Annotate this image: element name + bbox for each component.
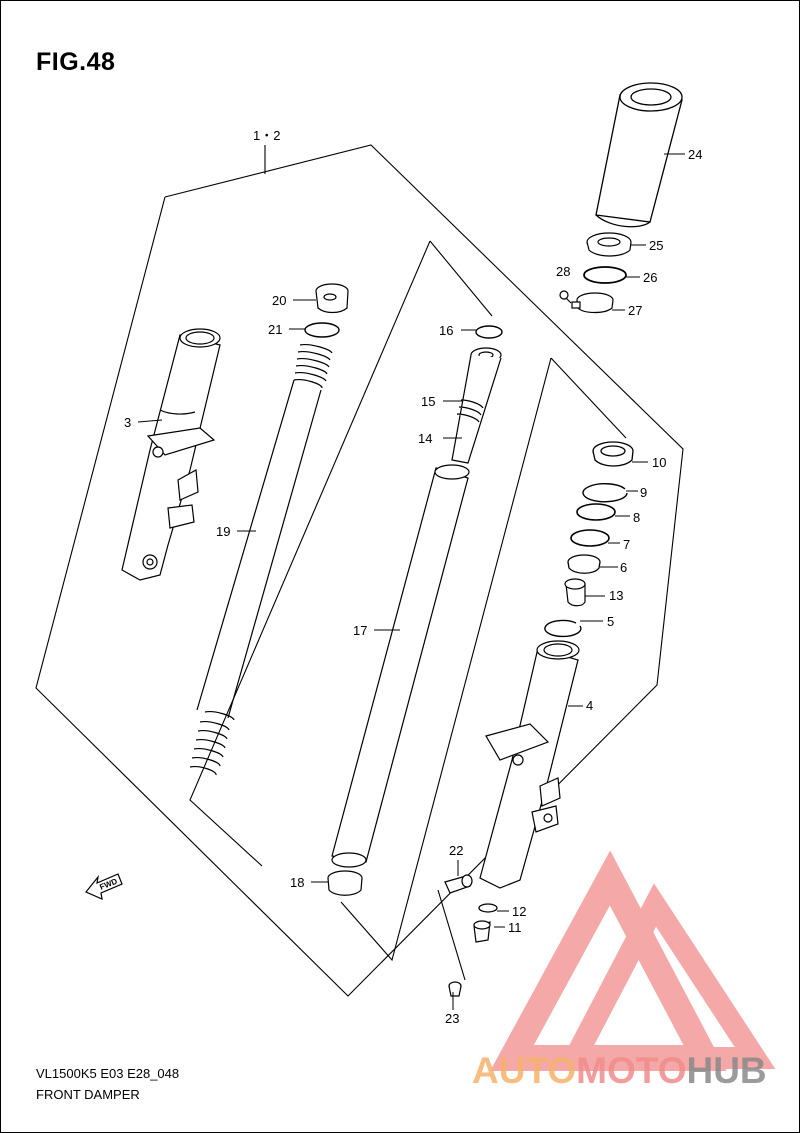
washer-8: [576, 503, 616, 521]
callout-3: 3: [124, 415, 131, 430]
washer-12: [478, 903, 498, 913]
assembly-callout: 1・2: [253, 128, 280, 143]
screw-28: [559, 290, 572, 304]
callout-6: 6: [620, 560, 627, 575]
callout-13: 13: [609, 588, 623, 603]
callout-5: 5: [607, 614, 614, 629]
section-name: FRONT DAMPER: [36, 1087, 140, 1102]
washer-26: [583, 266, 627, 284]
o-ring-21: [304, 322, 340, 338]
ring-16: [475, 325, 503, 339]
oil-seal-10: [592, 441, 634, 467]
nut-25: [586, 232, 632, 257]
inner-tube: [331, 464, 470, 868]
outer-tube-left: [121, 328, 221, 581]
callout-19: 19: [216, 524, 230, 539]
circlip-9: [582, 483, 628, 503]
damper-rod: [451, 347, 502, 464]
callout-15: 15: [421, 394, 435, 409]
callout-7: 7: [623, 537, 630, 552]
outer-tube-right: [479, 640, 580, 889]
svg-text:AUTOMOTOHUB: AUTOMOTOHUB: [472, 1050, 767, 1091]
washer-7: [570, 529, 610, 547]
assembly-outline-cylinder-left: [340, 357, 552, 962]
watermark-hub: HUB: [686, 1050, 766, 1091]
watermark-text: AUTOMOTOHUB: [472, 1050, 767, 1091]
callout-8: 8: [633, 510, 640, 525]
assembly-outline-spring-left: [189, 240, 431, 867]
callout-27: 27: [628, 303, 642, 318]
callout-9: 9: [640, 485, 647, 500]
watermark-logo-icon: [490, 850, 776, 1071]
fork-cover: [595, 82, 683, 228]
callout-25: 25: [649, 238, 663, 253]
bushing-18: [327, 870, 363, 896]
callout-21: 21: [268, 322, 282, 337]
callout-26: 26: [643, 270, 657, 285]
assembly-outline-spring: [429, 240, 493, 317]
callout-17: 17: [353, 623, 367, 638]
callout-20: 20: [272, 293, 286, 308]
callout-18: 18: [290, 875, 304, 890]
callout-11: 11: [508, 920, 522, 935]
model-code: VL1500K5 E03 E28_048: [36, 1066, 180, 1081]
callout-16: 16: [439, 323, 453, 338]
watermark-auto: AUTO: [472, 1050, 576, 1091]
clamp-27: [571, 292, 614, 314]
bolt-22: [444, 874, 473, 894]
callout-10: 10: [652, 455, 666, 470]
forward-arrow-icon: FWD: [85, 873, 123, 900]
figure-title: FIG.48: [36, 48, 116, 76]
callout-24: 24: [688, 147, 702, 162]
callout-23: 23: [445, 1011, 459, 1026]
assembly-outline-main: [35, 144, 684, 997]
bolt-23: [448, 981, 462, 997]
callout-4: 4: [586, 698, 593, 713]
callout-22: 22: [449, 843, 463, 858]
callout-28: 28: [556, 264, 570, 279]
watermark-moto: MOTO: [576, 1050, 686, 1091]
fork-cap: [315, 283, 349, 314]
circlip-5: [544, 619, 582, 638]
seat-13: [564, 578, 586, 607]
bushing-6: [567, 554, 601, 574]
assembly-outline-bolt: [437, 889, 466, 981]
bolt-11: [473, 920, 491, 943]
fork-spring: [189, 344, 333, 776]
assembly-outline-cylinder: [550, 357, 627, 439]
callout-14: 14: [418, 431, 432, 446]
callout-12: 12: [512, 904, 526, 919]
